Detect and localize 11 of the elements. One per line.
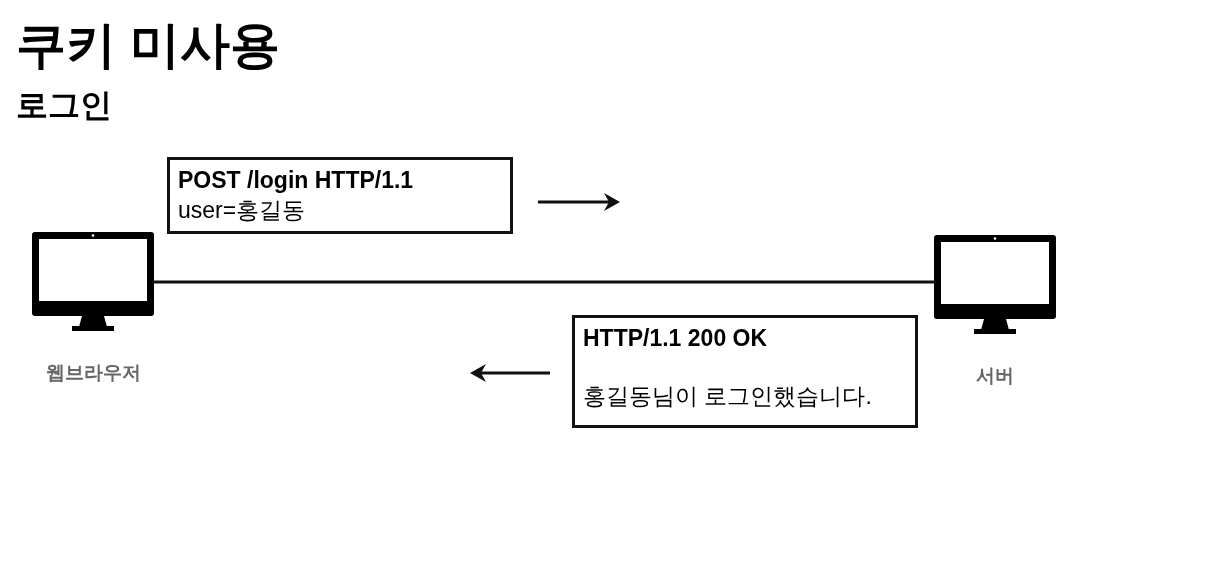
device-label: 서버 xyxy=(975,364,1015,388)
message-body: 홍길동님이 로그인했습니다. xyxy=(583,381,873,411)
message-heading: HTTP/1.1 200 OK xyxy=(583,324,769,353)
message-box xyxy=(572,315,918,428)
connection-line xyxy=(154,280,934,284)
subtitle: 로그인 xyxy=(16,88,112,124)
message-box xyxy=(167,157,513,234)
title: 쿠키 미사용 xyxy=(16,18,280,73)
message-heading: POST /login HTTP/1.1 xyxy=(178,166,415,195)
device-label: 웹브라우저 xyxy=(44,361,142,385)
message-body: user=홍길동 xyxy=(178,195,307,225)
